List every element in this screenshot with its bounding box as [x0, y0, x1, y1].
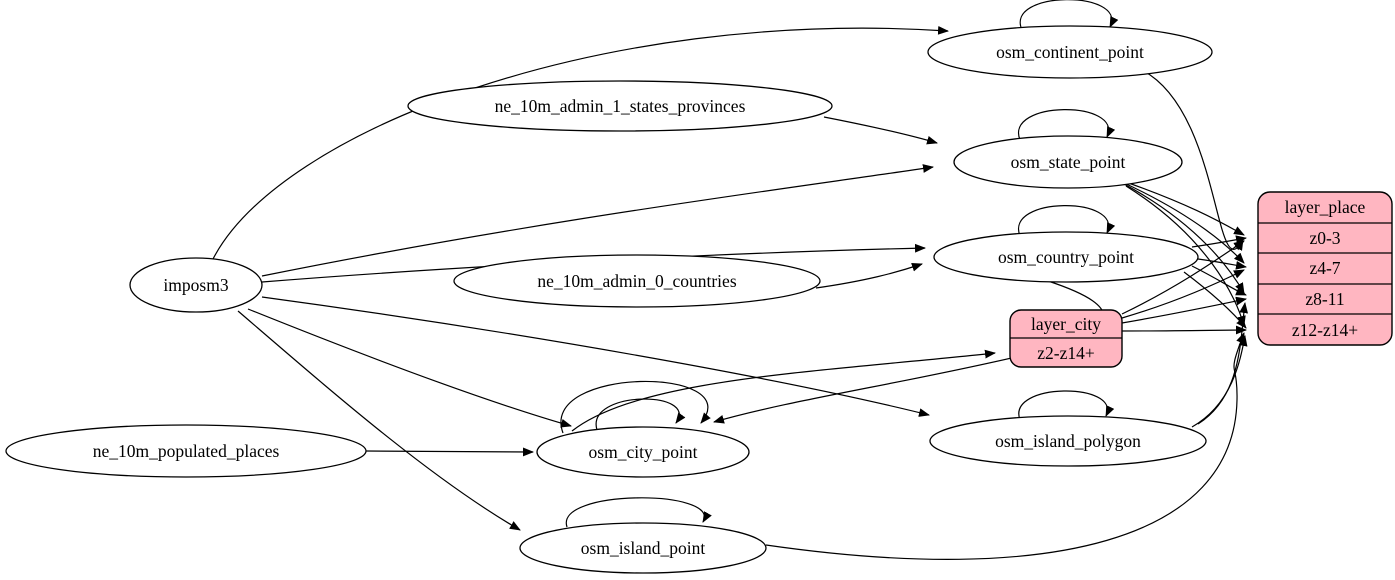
node-ne_10m_admin_0_countries: ne_10m_admin_0_countries [453, 254, 821, 308]
node-layer_place-port-z4-7: z4-7 [1309, 258, 1340, 278]
node-osm_state_point-shape [953, 135, 1183, 189]
node-osm_country_point-shape [933, 231, 1199, 283]
node-layer_city-title: layer_city [1031, 314, 1101, 334]
node-osm_city_point-label: osm_city_point [589, 442, 698, 462]
edge-osm_island_polygon-layer_place-z8-11 [1197, 302, 1249, 425]
node-osm_island_point-shape [519, 522, 767, 574]
node-imposm3: imposm3 [129, 257, 263, 313]
node-ne_10m_admin_1_states_provinces-shape [407, 80, 833, 132]
edge-selfloop-inner-osm_city_point [595, 398, 686, 431]
node-ne_10m_admin_0_countries-label: ne_10m_admin_0_countries [537, 271, 736, 291]
node-layer_place: layer_place z0-3 z4-7 z8-11 z12-z14+ [1257, 191, 1393, 346]
edge-osm_state_point-layer_place-z8-11 [1123, 183, 1245, 294]
node-osm_island_point: osm_island_point [519, 522, 767, 574]
node-osm_state_point: osm_state_point [953, 135, 1183, 189]
edge-layer_city-layer_place-z4-7 [1121, 269, 1245, 319]
node-layer_place-port-z12-z14: z12-z14+ [1292, 320, 1358, 340]
edge-osm_state_point-layer_place-z12-z14 [1125, 185, 1246, 327]
edge-imposm3-osm_city_point [247, 308, 572, 428]
node-osm_city_point: osm_city_point [536, 426, 750, 478]
edge-imposm3-osm_continent_point [212, 25, 949, 260]
node-osm_continent_point-label: osm_continent_point [996, 42, 1144, 62]
node-layer_place-port-z8-11: z8-11 [1305, 289, 1344, 309]
node-osm_continent_point: osm_continent_point [927, 25, 1213, 79]
node-osm_continent_point-shape [927, 25, 1213, 79]
edge-osm_country_point-layer_place-z0-3 [1191, 235, 1247, 248]
edge-selfloop-osm_island_point [565, 497, 712, 528]
node-layer_city: layer_city z2-z14+ [1009, 309, 1123, 368]
edge-osm_island_polygon-layer_place-z12-z14 [1191, 335, 1248, 428]
edge-imposm3-osm_state_point [261, 164, 934, 277]
edge-layer_city-layer_place-z0-3 [1121, 240, 1245, 315]
node-osm_city_point-shape [536, 426, 750, 478]
edges-group [212, 0, 1249, 560]
edge-osm_city_point-layer_city [571, 349, 996, 432]
node-layer_place-title: layer_place [1285, 197, 1366, 217]
node-ne_10m_populated_places-shape [5, 424, 367, 478]
node-imposm3-label: imposm3 [163, 275, 228, 295]
edge-osm_state_point-layer_place-z0-3 [1119, 179, 1245, 236]
edge-ne_10m_admin_1_states_provinces-osm_state_point [823, 116, 938, 145]
edge-layer_city-layer_place-z12-z14 [1121, 325, 1247, 335]
edge-selfloop-osm_island_polygon [1018, 390, 1115, 421]
node-osm_island_polygon-label: osm_island_polygon [995, 431, 1141, 451]
edge-osm_island_point-layer_place-z12-z14 [765, 332, 1245, 560]
edge-selfloop-outer-osm_city_point [560, 380, 711, 434]
node-layer_place-shape [1257, 191, 1393, 346]
node-osm_state_point-label: osm_state_point [1011, 152, 1126, 172]
edge-ne_10m_populated_places-osm_city_point [365, 447, 534, 457]
node-ne_10m_admin_1_states_provinces: ne_10m_admin_1_states_provinces [407, 80, 833, 132]
edge-osm_country_point-layer_place-z8-11 [1191, 265, 1247, 296]
node-ne_10m_admin_0_countries-shape [453, 254, 821, 308]
edge-selfloop-osm_state_point [1017, 109, 1116, 141]
node-ne_10m_populated_places: ne_10m_populated_places [5, 424, 367, 478]
node-ne_10m_admin_1_states_provinces-label: ne_10m_admin_1_states_provinces [495, 96, 746, 116]
edge-layer_city-layer_place-z8-11 [1121, 296, 1247, 324]
edge-selfloop-osm_continent_point [1019, 0, 1119, 31]
node-osm_island_polygon-shape [929, 415, 1207, 467]
node-osm_island_point-label: osm_island_point [581, 538, 706, 558]
node-layer_city-port-z2-z14: z2-z14+ [1037, 343, 1095, 363]
edge-imposm3-osm_island_point [237, 310, 521, 531]
node-osm_island_polygon: osm_island_polygon [929, 415, 1207, 467]
edge-osm_country_point-layer_place-z4-7 [1197, 258, 1247, 270]
node-imposm3-shape [129, 257, 263, 313]
node-ne_10m_populated_places-label: ne_10m_populated_places [93, 441, 280, 461]
edge-selfloop-osm_country_point [1017, 205, 1116, 237]
node-layer_place-port-z0-3: z0-3 [1309, 228, 1340, 248]
edge-imposm3-osm_island_polygon [261, 296, 930, 417]
node-osm_country_point: osm_country_point [933, 231, 1199, 283]
node-osm_country_point-label: osm_country_point [998, 247, 1134, 267]
edge-osm_state_point-layer_place-z4-7 [1121, 181, 1245, 264]
edge-ne_10m_admin_0_countries-osm_country_point [815, 262, 923, 289]
